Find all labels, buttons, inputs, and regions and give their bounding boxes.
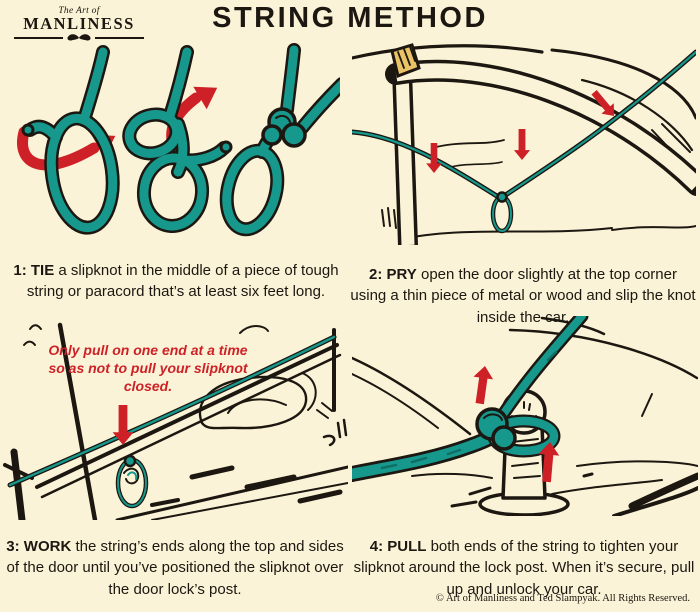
logo-name-text: MANLINESS [23, 14, 135, 33]
step-2-text: open the door slightly at the top corner… [350, 266, 696, 326]
door-sketch-lines [3, 322, 348, 520]
step-1-text: a slipknot in the middle of a piece of t… [26, 262, 339, 301]
step-4-text: both ends of the string to tighten your … [353, 538, 695, 598]
copyright-text: © Art of Manliness and Ted Slampyak. All… [435, 593, 690, 604]
slipknot-steps-illustration [17, 43, 340, 237]
wedge-icon [390, 43, 421, 79]
mustache-icon [67, 34, 91, 41]
page-title: STRING METHOD [212, 2, 488, 34]
down-arrow-icon [513, 129, 531, 160]
logo-rule-right [95, 36, 144, 40]
door-interior-illustration [3, 322, 348, 520]
step-1-caption: 1: TIE a slipknot in the middle of a pie… [8, 260, 344, 303]
up-arrow-icon [469, 364, 495, 406]
step-3-caption: 3: WORK the string’s ends along the top … [2, 536, 348, 600]
lock-post-illustration [352, 316, 698, 516]
logo-underline [14, 33, 144, 42]
slipknot-stage-3 [219, 43, 340, 237]
step-2-lead: 2: PRY [369, 266, 417, 283]
slipknot-stage-1 [21, 45, 120, 235]
step-4-lead: 4: PULL [369, 538, 427, 555]
string [352, 316, 589, 482]
step-2-caption: 2: PRY open the door slightly at the top… [350, 264, 696, 328]
step-3-text: the string’s ends along the top and side… [6, 538, 344, 598]
door-frame [385, 59, 696, 245]
slipknot-stage-2 [122, 45, 233, 233]
step-3-warning-note: Only pull on one end at a time so as not… [48, 342, 248, 394]
step-4-caption: 4: PULL both ends of the string to tight… [350, 536, 698, 600]
string [352, 49, 696, 234]
step-3-lead: 3: WORK [6, 538, 72, 555]
logo-rule-left [14, 36, 63, 40]
step-1-lead: 1: TIE [13, 262, 55, 279]
string [7, 334, 337, 509]
logo-script-text: The Art of [58, 6, 100, 16]
car-door-top-illustration [352, 43, 696, 245]
art-of-manliness-logo: The Art of MANLINESS [14, 6, 144, 42]
